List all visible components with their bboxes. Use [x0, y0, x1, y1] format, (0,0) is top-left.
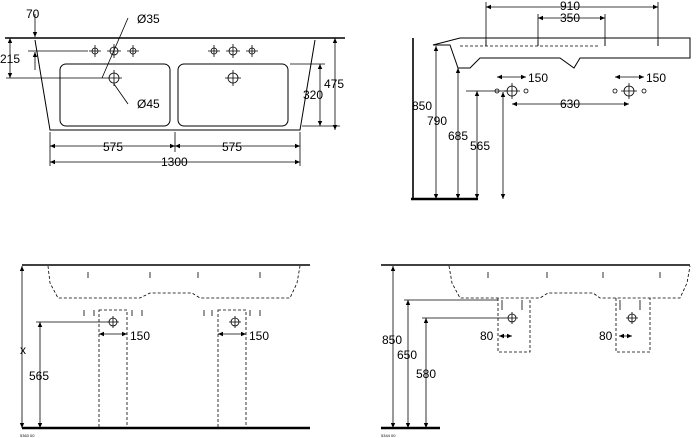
dim-580-label-semi: 580 — [416, 367, 436, 381]
ref-code-semi-pedestal: 5344 00 — [381, 433, 396, 438]
dim-diameter-45-label: Ø45 — [137, 97, 160, 111]
dim-150-left-label: 150 — [528, 71, 548, 85]
pedestal-view-basin — [47, 265, 301, 299]
top-view-right-bowl — [177, 63, 289, 127]
dim-850-label: 850 — [412, 99, 432, 113]
dim-350-label: 350 — [560, 11, 580, 25]
dim-790-label: 790 — [427, 114, 447, 128]
dim-x-label: x — [20, 343, 26, 357]
top-view-right-tap-holes — [208, 44, 258, 58]
dim-70-label: 70 — [26, 7, 40, 21]
top-view: 70 215 Ø35 Ø45 475 320 575 575 1300 — [0, 7, 345, 169]
dim-80-left-label: 80 — [480, 329, 494, 343]
dim-320-label: 320 — [303, 88, 323, 102]
semi-pedestal-right — [615, 298, 651, 353]
leader-d45 — [113, 83, 129, 105]
side-view: 910 350 150 150 630 850 790 685 565 — [411, 0, 691, 201]
dim-215-label: 215 — [0, 52, 20, 66]
dim-685-label: 685 — [448, 129, 468, 143]
dim-630-label: 630 — [560, 97, 580, 111]
leader-d35 — [101, 17, 129, 79]
dim-150-right-pedestal: 150 — [249, 329, 269, 343]
ref-code-pedestal: 5363 00 — [20, 433, 35, 438]
dim-150-left-pedestal: 150 — [130, 329, 150, 343]
side-view-basin — [432, 37, 691, 69]
semi-pedestal-drain-right — [626, 312, 638, 324]
pedestal-right — [217, 309, 247, 429]
dim-575-right-label: 575 — [222, 140, 242, 154]
dim-575-left-label: 575 — [103, 140, 123, 154]
semi-pedestal-view: 850 650 580 80 80 5344 00 — [381, 264, 691, 438]
dim-650-label-semi: 650 — [397, 348, 417, 362]
dim-850-label-semi: 850 — [382, 333, 402, 347]
semi-pedestal-left — [497, 298, 531, 353]
dim-475-label: 475 — [324, 77, 344, 91]
semi-pedestal-drain-left — [506, 312, 518, 324]
dim-565-label-pedestal: 565 — [29, 369, 49, 383]
dim-565-label: 565 — [470, 139, 490, 153]
top-view-basin-outline — [34, 39, 316, 131]
top-view-drains — [106, 70, 241, 86]
dim-1300-label: 1300 — [161, 155, 188, 169]
pedestal-view-fixing-markers — [83, 310, 261, 316]
semi-pedestal-view-basin — [448, 265, 691, 299]
pedestal-left — [98, 309, 128, 429]
dim-80-right-label: 80 — [599, 329, 613, 343]
pedestal-drain-right — [229, 316, 241, 328]
dim-150-right-label: 150 — [646, 71, 666, 85]
dim-910-label: 910 — [560, 0, 580, 13]
side-view-drain-right — [612, 83, 647, 99]
pedestal-drain-left — [107, 316, 119, 328]
top-view-left-bowl — [59, 63, 171, 127]
dim-diameter-35-label: Ø35 — [137, 12, 160, 26]
pedestal-view: x 565 150 150 5363 00 — [19, 264, 310, 438]
